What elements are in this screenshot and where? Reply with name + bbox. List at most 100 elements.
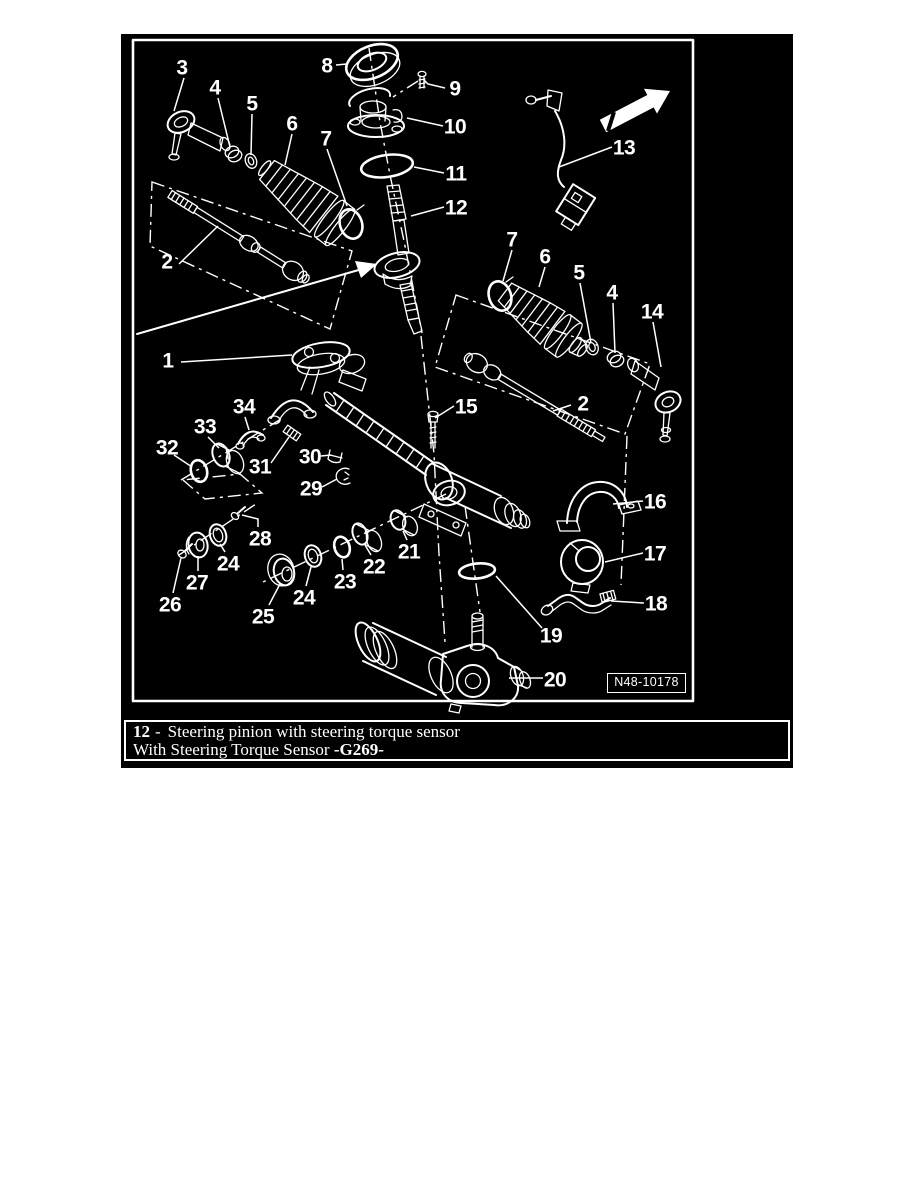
callout-leader-24 — [305, 566, 312, 587]
tie-rod-nut-right-part4 — [606, 350, 625, 368]
boot-clamp-right-part7 — [487, 276, 514, 312]
callout-label-30: 30 — [299, 446, 321, 469]
callout-label-2: 2 — [577, 393, 588, 416]
callout-leader-29 — [321, 478, 338, 488]
steering-boot-left-part6 — [257, 159, 356, 247]
callout-leader-30 — [320, 454, 332, 457]
callout-label-23: 23 — [334, 571, 356, 594]
callout-label-15: 15 — [455, 396, 478, 419]
callout-label-34: 34 — [233, 396, 256, 419]
callout-label-33: 33 — [194, 416, 216, 439]
rubber-bushing-part33 — [211, 442, 245, 475]
exploded-diagram: 1234567891011121314151617181920212223242… — [131, 38, 695, 714]
callout-leader-21 — [402, 530, 408, 541]
callout-leader-1 — [180, 354, 293, 363]
callout-leader-8 — [335, 63, 348, 66]
callout-label-18: 18 — [645, 593, 668, 616]
callout-leader-2 — [552, 404, 572, 412]
callout-label-6: 6 — [286, 113, 297, 136]
caption-note-prefix: With Steering Torque Sensor — [133, 740, 334, 759]
callout-label-26: 26 — [159, 594, 181, 617]
callout-labels: 1234567891011121314151617181920212223242… — [156, 55, 669, 692]
steering-boot-right-part6 — [497, 282, 588, 358]
callout-label-20: 20 — [544, 669, 566, 692]
callout-leader-4 — [217, 97, 231, 148]
callout-leader-9 — [422, 78, 446, 89]
inner-tie-rod-right-part2 — [463, 352, 606, 443]
o-ring-part32 — [189, 458, 209, 484]
callout-label-9: 9 — [449, 78, 460, 101]
snap-ring-part29 — [335, 467, 351, 485]
callout-leader-28 — [241, 514, 259, 527]
callout-leader-22 — [364, 544, 372, 556]
callout-label-24: 24 — [293, 587, 316, 610]
callout-leader-34 — [244, 416, 250, 431]
callout-leader-31 — [270, 436, 290, 464]
clamp-bolt-part15 — [427, 410, 439, 449]
callout-label-4: 4 — [209, 77, 221, 100]
callout-label-11: 11 — [445, 163, 467, 186]
callout-label-25: 25 — [252, 606, 275, 629]
callout-leader-5 — [579, 282, 592, 344]
callout-leader-2 — [178, 225, 219, 265]
figure-caption-box: 12-Steering pinion with steering torque … — [124, 720, 790, 761]
figure-ref-box: N48-10178 — [607, 673, 686, 693]
callout-label-19: 19 — [540, 625, 562, 648]
callout-label-5: 5 — [573, 262, 585, 285]
callout-label-10: 10 — [444, 116, 466, 139]
rubber-mount-part17 — [560, 539, 604, 594]
caption-item-text: Steering pinion with steering torque sen… — [167, 722, 460, 741]
callout-leader-12 — [410, 206, 445, 217]
mounting-clamp-part34 — [235, 430, 266, 450]
snap-ring-part23 — [332, 535, 352, 559]
callout-leader-23 — [341, 558, 344, 571]
callout-leader-5 — [250, 113, 253, 156]
callout-leader-19 — [495, 575, 543, 629]
callout-label-6: 6 — [539, 246, 550, 269]
figure-ref-label: N48-10178 — [614, 675, 679, 689]
callout-leader-13 — [558, 146, 613, 168]
caption-line-1: 12-Steering pinion with steering torque … — [133, 723, 788, 741]
callout-leader-11 — [413, 166, 445, 174]
callout-label-28: 28 — [249, 528, 272, 551]
callout-leader-25 — [268, 583, 281, 606]
caption-line-2: With Steering Torque Sensor -G269- — [133, 741, 788, 759]
callout-label-1: 1 — [162, 350, 174, 373]
callout-label-16: 16 — [644, 491, 666, 514]
callout-leader-3 — [173, 77, 185, 112]
torque-sensor-wiring-part13 — [525, 89, 597, 231]
support-bracket-part18 — [540, 589, 617, 616]
pinion-pointer-arrow — [136, 261, 377, 335]
callout-label-21: 21 — [398, 541, 421, 564]
inner-tie-rod-left-part2 — [167, 189, 310, 284]
callout-label-4: 4 — [606, 282, 618, 305]
callout-label-31: 31 — [249, 456, 272, 479]
callout-label-22: 22 — [363, 556, 385, 579]
caption-note-code: -G269- — [333, 740, 384, 759]
callout-leader-10 — [406, 117, 444, 127]
callout-leader-16 — [612, 500, 644, 505]
boot-clamp-left-part7 — [338, 204, 365, 240]
callout-leader-6 — [538, 266, 546, 288]
callout-label-29: 29 — [300, 478, 322, 501]
callout-label-17: 17 — [644, 543, 666, 566]
callout-leader-14 — [652, 321, 662, 368]
retaining-screw-part9 — [417, 70, 427, 89]
drive-motor-assembly-part20 — [354, 612, 532, 714]
callout-label-12: 12 — [445, 197, 467, 220]
lock-washer-right-part5 — [585, 338, 599, 356]
callout-label-8: 8 — [321, 55, 333, 78]
callout-label-24: 24 — [217, 553, 240, 576]
callout-leader-7 — [326, 148, 348, 207]
callout-label-14: 14 — [641, 301, 664, 324]
retaining-clip-part30 — [327, 449, 343, 464]
callout-leader-33 — [207, 436, 220, 449]
tie-rod-end-left-part3 — [166, 110, 231, 161]
bushing-part21 — [389, 509, 419, 537]
caption-item-number: 12 — [133, 722, 150, 741]
tie-rod-nut-left-part4 — [224, 145, 243, 163]
steering-pinion-part12 — [373, 184, 423, 335]
screw-part28 — [230, 506, 246, 521]
